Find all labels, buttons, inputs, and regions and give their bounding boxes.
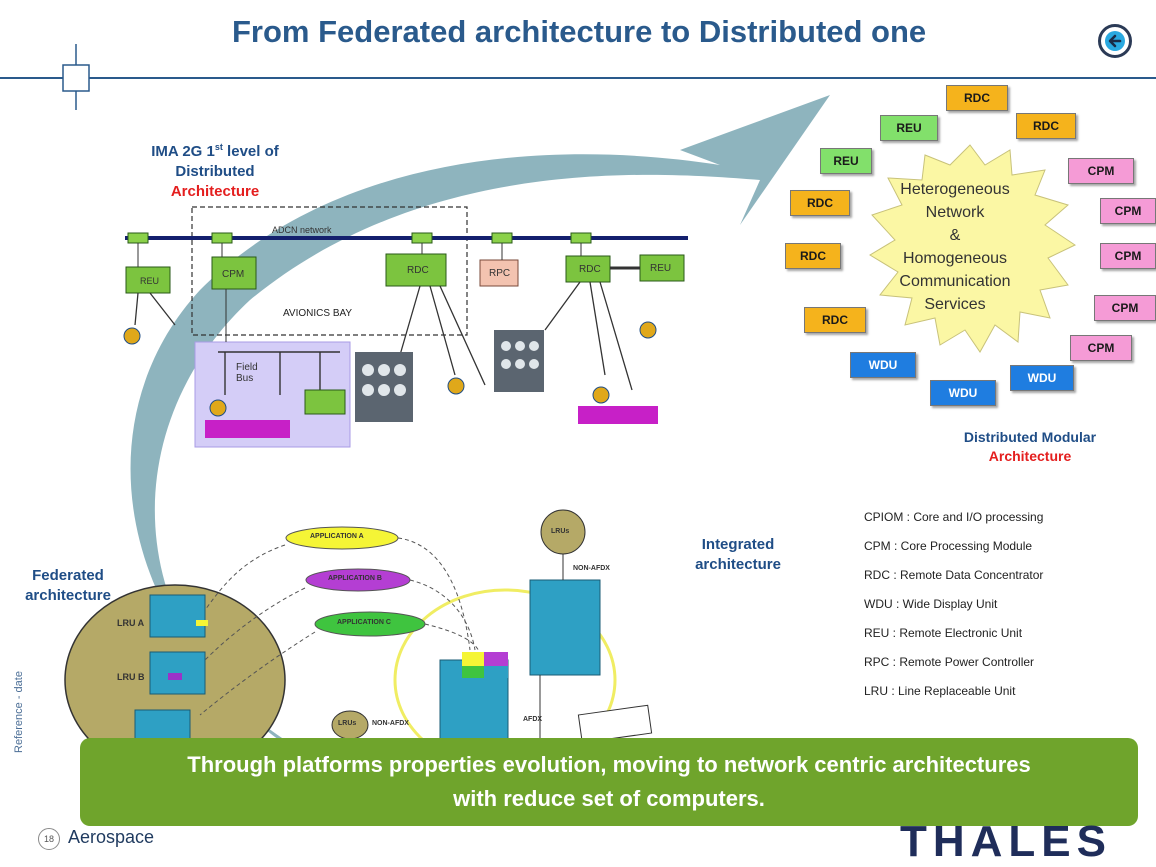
- thales-logo: THALES: [900, 817, 1112, 866]
- ima-line3: Architecture: [170, 183, 260, 200]
- app-a-label: APPLICATION A: [310, 533, 364, 540]
- lru-b-label: LRU B: [117, 672, 145, 682]
- legend-item: CPM : Core Processing Module: [864, 539, 1033, 553]
- node-cpm-3: CPM: [1100, 243, 1156, 269]
- non-afdx-top-label: NON-AFDX: [573, 565, 610, 572]
- node-rdc-2: RDC: [1016, 113, 1076, 139]
- adcn-network-label: ADCN network: [272, 225, 332, 235]
- node-wdu-2: WDU: [1010, 365, 1074, 391]
- page-number: 18: [38, 828, 60, 850]
- node-cpm-5: CPM: [1070, 335, 1132, 361]
- non-afdx-bottom-label: NON-AFDX: [372, 720, 409, 727]
- node-rdc-4: RDC: [785, 243, 841, 269]
- node-rdc-3: RDC: [790, 190, 850, 216]
- header-decoration: [0, 44, 1156, 110]
- reference-date-label: Reference - date: [12, 671, 25, 753]
- lrus-top-label: LRUs: [551, 528, 570, 535]
- ima-line1: IMA 2G 1: [151, 143, 215, 160]
- node-rdc-5: RDC: [804, 307, 866, 333]
- ima-sup: st: [214, 142, 223, 152]
- app-b-label: APPLICATION B: [328, 575, 382, 582]
- summary-banner: Through platforms properties evolution, …: [80, 738, 1138, 826]
- afdx-label: AFDX: [523, 716, 543, 723]
- node-reu-1: REU: [880, 115, 938, 141]
- node-wdu-1: WDU: [850, 352, 916, 378]
- node-cpm-2: CPM: [1100, 198, 1156, 224]
- app-c-label: APPLICATION C: [337, 619, 391, 626]
- legend-item: RDC : Remote Data Concentrator: [864, 568, 1044, 582]
- banner-line-2: with reduce set of computers.: [453, 786, 765, 811]
- node-cpm-1: CPM: [1068, 158, 1134, 184]
- avionics-bay-label: AVIONICS BAY: [283, 308, 353, 319]
- legend-item: LRU : Line Replaceable Unit: [864, 684, 1016, 698]
- ima-rpc-label: RPC: [489, 268, 511, 279]
- ima-diagram: [123, 206, 688, 448]
- back-arrow-icon: [1105, 31, 1125, 51]
- node-wdu-3: WDU: [930, 380, 996, 406]
- cloud-line-2: Network: [925, 204, 985, 221]
- node-rdc-1: RDC: [946, 85, 1008, 111]
- ima-heading: IMA 2G 1st level of Distributed Architec…: [130, 137, 300, 202]
- ima-line1-rest: level of: [222, 143, 279, 160]
- cloud-line-1: Heterogeneous: [900, 181, 1010, 198]
- network-cloud: [869, 144, 1077, 353]
- lru-a-label: LRU A: [117, 618, 145, 628]
- banner-line-1: Through platforms properties evolution, …: [187, 752, 1031, 777]
- distributed-caption-line1: Distributed Modular: [963, 429, 1097, 445]
- node-cpm-4: CPM: [1094, 295, 1156, 321]
- federated-caption-line1: Federated: [32, 567, 104, 584]
- network-cloud-text: Heterogeneous Network & Homogeneous Comm…: [880, 178, 1030, 316]
- legend-item: CPIOM : Core and I/O processing: [864, 510, 1044, 524]
- ima-cpm-label: CPM: [222, 269, 245, 280]
- cloud-line-6: Services: [924, 296, 986, 313]
- ima-rdc-label: RDC: [407, 265, 429, 276]
- slide-title: From Federated architecture to Distribut…: [232, 14, 927, 49]
- cloud-line-5: Communication: [899, 273, 1011, 290]
- acronym-legend: CPIOM : Core and I/O processing CPM : Co…: [864, 503, 1043, 706]
- back-button[interactable]: [1098, 24, 1132, 58]
- integrated-caption: Integrated architecture: [676, 535, 800, 575]
- footer-company: Aerospace: [68, 827, 155, 847]
- distributed-caption-line2: Architecture: [988, 448, 1072, 464]
- ima-reu-label: REU: [650, 263, 672, 274]
- lrus-bottom-label: LRUs: [338, 720, 357, 727]
- ima-line2: Distributed: [175, 163, 255, 180]
- federated-diagram: [64, 509, 653, 760]
- ima-reu-left-label: REU: [140, 276, 160, 286]
- ima-rdc2-label: RDC: [579, 264, 601, 275]
- cloud-line-3: &: [949, 227, 961, 244]
- legend-item: WDU : Wide Display Unit: [864, 597, 998, 611]
- distributed-caption: Distributed Modular Architecture: [930, 428, 1130, 466]
- legend-item: REU : Remote Electronic Unit: [864, 626, 1023, 640]
- field-bus-label: Field Bus: [236, 362, 258, 384]
- legend-item: RPC : Remote Power Controller: [864, 655, 1035, 669]
- federated-caption: Federated architecture: [12, 566, 124, 606]
- cloud-line-4: Homogeneous: [902, 250, 1008, 267]
- integrated-caption-line2: architecture: [695, 556, 781, 573]
- integrated-caption-line1: Integrated: [701, 536, 775, 553]
- federated-caption-line2: architecture: [25, 587, 111, 604]
- node-reu-2: REU: [820, 148, 872, 174]
